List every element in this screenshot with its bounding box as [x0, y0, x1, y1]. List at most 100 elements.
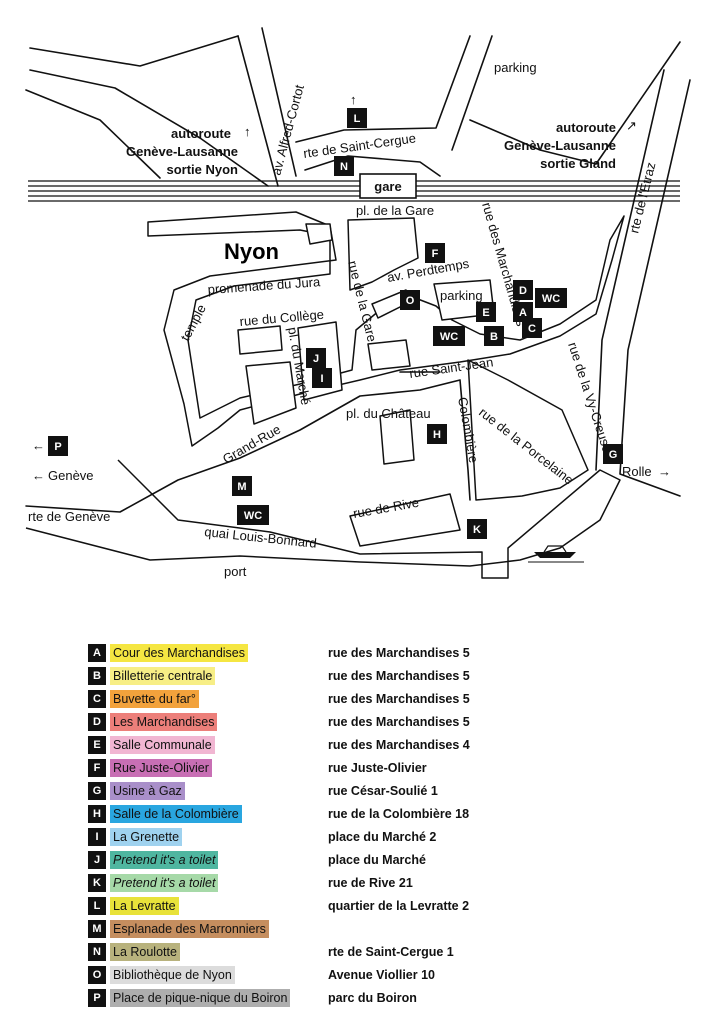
svg-text:B: B	[490, 331, 498, 343]
legend-name[interactable]: Cour des Marchandises	[110, 644, 249, 662]
legend-name[interactable]: La Levratte	[110, 897, 179, 915]
legend-name[interactable]: Salle de la Colombière	[110, 805, 242, 823]
legend-address: rte de Saint-Cergue 1	[328, 945, 454, 959]
legend-name[interactable]: Place de pique-nique du Boiron	[110, 989, 291, 1007]
svg-text:I: I	[320, 373, 323, 385]
legend-name[interactable]: Rue Juste-Olivier	[110, 759, 212, 777]
svg-text:WC: WC	[440, 331, 458, 343]
svg-text:L: L	[354, 113, 361, 125]
marker-c[interactable]: C	[522, 318, 542, 338]
marker-d[interactable]: D	[513, 280, 533, 300]
legend-address: rue des Marchandises 5	[328, 669, 470, 683]
legend-badge: L	[88, 897, 106, 915]
legend-name[interactable]: Pretend it's a toilet	[110, 874, 219, 892]
marker-i[interactable]: I	[312, 368, 332, 388]
legend-badge: K	[88, 874, 106, 892]
city-title: Nyon	[224, 239, 279, 264]
legend-badge: H	[88, 805, 106, 823]
city-blocks	[25, 211, 625, 579]
marker-b[interactable]: B	[484, 326, 504, 346]
svg-text:F: F	[432, 248, 439, 260]
marker-g[interactable]: G	[603, 444, 623, 464]
svg-text:WC: WC	[542, 293, 560, 305]
legend-badge: O	[88, 966, 106, 984]
marker-j[interactable]: J	[306, 348, 326, 368]
legend-badge: G	[88, 782, 106, 800]
legend-address: rue de Rive 21	[328, 876, 413, 890]
marker-f[interactable]: F	[425, 243, 445, 263]
legend-address: place du Marché 2	[328, 830, 437, 844]
legend-name[interactable]: Buvette du far°	[110, 690, 199, 708]
label-pl-chateau: pl. du Château	[346, 406, 431, 421]
legend-badge: D	[88, 713, 106, 731]
label-rue-college: rue du Collège	[239, 307, 325, 329]
legend-badge: P	[88, 989, 106, 1007]
marker-wc-2[interactable]: WC	[433, 326, 465, 346]
legend-name[interactable]: Salle Communale	[110, 736, 215, 754]
city-map: gare parking av. Alfred-Cortot rte de Sa…	[25, 27, 691, 579]
legend-badge: J	[88, 851, 106, 869]
marker-o[interactable]: O	[400, 290, 420, 310]
legend-name[interactable]: La Roulotte	[110, 943, 180, 961]
legend-address: rue de la Colombière 18	[328, 807, 470, 821]
marker-wc-1[interactable]: WC	[535, 288, 567, 308]
legend-address: parc du Boiron	[328, 991, 417, 1005]
marker-p[interactable]: P	[48, 436, 68, 456]
marker-a[interactable]: A	[513, 302, 533, 322]
arrow-diag-gland: ↗	[626, 118, 637, 133]
marker-n[interactable]: N	[334, 156, 354, 176]
label-autoroute-nyon-3: sortie Nyon	[166, 162, 238, 177]
label-autoroute-gland-3: sortie Gland	[540, 156, 616, 171]
label-geneve: Genève	[48, 468, 94, 483]
label-autoroute-gland-2: Genève-Lausanne	[504, 138, 616, 153]
map-markers: L N F O D WC E A C B WC J I H G P M WC K	[48, 108, 623, 539]
legend-name[interactable]: La Grenette	[110, 828, 183, 846]
marker-e[interactable]: E	[476, 302, 496, 322]
svg-text:O: O	[406, 295, 415, 307]
legend-address: rue des Marchandises 5	[328, 715, 470, 729]
label-etraz: rte de l'Etraz	[626, 161, 658, 235]
svg-text:M: M	[237, 481, 246, 493]
label-alfred-cortot: av. Alfred-Cortot	[268, 83, 307, 177]
label-parking-north: parking	[494, 60, 537, 75]
svg-text:A: A	[519, 307, 527, 319]
legend-address: rue des Marchandises 5	[328, 646, 470, 660]
legend-address: quartier de la Levratte 2	[328, 899, 470, 913]
svg-text:E: E	[482, 307, 489, 319]
station-label: gare	[374, 179, 401, 194]
legend-badge: A	[88, 644, 106, 662]
label-autoroute-nyon-1: autoroute	[171, 126, 231, 141]
legend-badge: E	[88, 736, 106, 754]
legend-address: rue César-Soulié 1	[328, 784, 438, 798]
marker-k[interactable]: K	[467, 519, 487, 539]
legend-name[interactable]: Pretend it's a toilet	[110, 851, 219, 869]
label-pl-gare: pl. de la Gare	[356, 203, 434, 218]
legend-name[interactable]: Usine à Gaz	[110, 782, 185, 800]
legend-name[interactable]: Bibliothèque de Nyon	[110, 966, 235, 984]
arrow-left-p: ←	[32, 438, 45, 453]
label-parking-center: parking	[440, 288, 483, 303]
boat-icon	[528, 545, 584, 563]
marker-l[interactable]: L	[347, 108, 367, 128]
legend-name[interactable]: Les Marchandises	[110, 713, 218, 731]
legend-address: rue des Marchandises 5	[328, 692, 470, 706]
legend-badge: C	[88, 690, 106, 708]
marker-wc-3[interactable]: WC	[237, 505, 269, 525]
railway	[28, 180, 680, 202]
legend-address: rue Juste-Olivier	[328, 761, 427, 775]
svg-text:J: J	[313, 353, 319, 365]
marker-h[interactable]: H	[427, 424, 447, 444]
marker-m[interactable]: M	[232, 476, 252, 496]
arrow-up-nyon: ↑	[244, 124, 251, 139]
legend-name[interactable]: Esplanade des Marronniers	[110, 920, 269, 938]
legend-name[interactable]: Billetterie centrale	[110, 667, 216, 685]
